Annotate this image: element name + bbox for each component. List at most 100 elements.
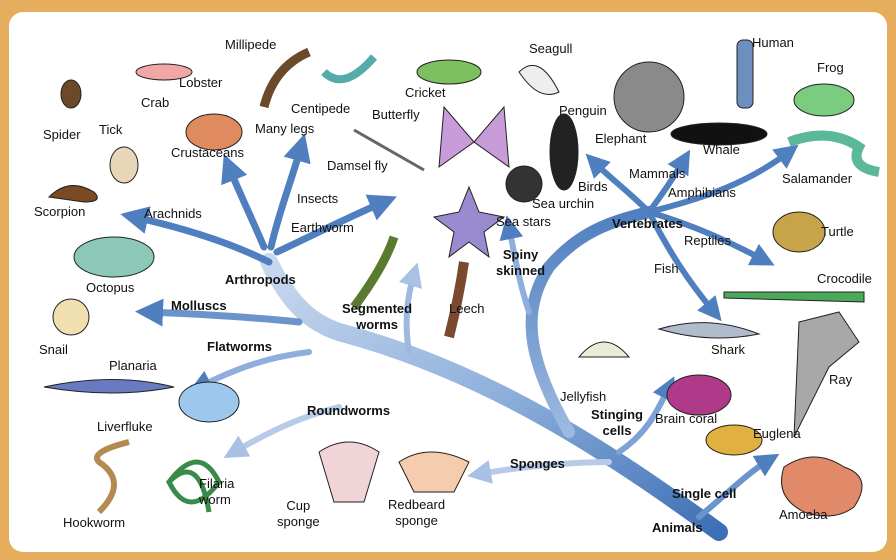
single-cell-branch: [696, 453, 780, 520]
jellyfish-illustration: [577, 341, 631, 358]
trunk-branch: [260, 253, 728, 541]
animal-illustrations: [43, 39, 880, 517]
animal-label-leech: Leech: [449, 301, 485, 316]
turtle-illustration: [772, 211, 826, 253]
salamander-illustration: [787, 130, 880, 177]
animal-label-salamander: Salamander: [782, 171, 853, 186]
human-illustration: [736, 39, 754, 109]
segmented-branch: [399, 262, 422, 355]
animal-label-human: Human: [752, 35, 794, 50]
group-label-arthropods: Arthropods: [225, 272, 296, 287]
animal-label-millipede: Millipede: [225, 37, 277, 52]
animal-label-snail: Snail: [39, 342, 68, 357]
flatworms-branch: [188, 349, 312, 393]
animal-label-crocodile: Crocodile: [817, 271, 872, 286]
sea-urchin-illustration: [505, 165, 543, 203]
animal-label-brain-coral: Brain coral: [655, 411, 718, 426]
group-label-segmented-worms: Segmented worms: [342, 301, 413, 332]
animal-label-elephant: Elephant: [595, 131, 647, 146]
group-label-flatworms: Flatworms: [207, 339, 273, 354]
animal-label-birds: Birds: [578, 179, 608, 194]
crustaceans-branch: [221, 154, 268, 251]
group-label-animals: Animals: [652, 520, 703, 535]
penguin-illustration: [549, 113, 579, 191]
redbeard-sponge-illustration: [398, 451, 470, 493]
animal-label-scorpion: Scorpion: [34, 204, 86, 219]
elephant-illustration: [613, 61, 685, 133]
snail-illustration: [52, 298, 90, 336]
roundworms-branch: [223, 404, 342, 458]
sponges-branch: [467, 459, 612, 484]
brain-coral-illustration: [666, 374, 732, 416]
cricket-illustration: [416, 59, 482, 85]
animal-label-filaria-worm: Filaria worm: [199, 476, 235, 507]
sea-star-illustration: [432, 185, 506, 259]
animal-label-crab: Crab: [141, 95, 170, 110]
tick-illustration: [109, 146, 139, 184]
group-label-stinging-cells: Stinging cells: [591, 407, 643, 438]
animal-label-mammals: Mammals: [629, 166, 686, 181]
euglena-illustration: [705, 424, 763, 456]
animal-label-shark: Shark: [711, 342, 745, 357]
animal-label-amoeba: Amoeba: [779, 507, 828, 522]
insects-branch: [273, 194, 397, 256]
group-label-vertebrates: Vertebrates: [612, 216, 683, 231]
reptiles-branch: [646, 209, 775, 266]
animal-label-tick: Tick: [99, 122, 123, 137]
animal-label-redbeard-sponge: Redbeard sponge: [388, 497, 446, 528]
filaria-illustration: [165, 459, 222, 513]
animal-label-seagull: Seagull: [529, 41, 573, 56]
tree-branches: [43, 39, 880, 541]
fish-branch: [646, 209, 722, 322]
amphibians-branch: [646, 144, 799, 215]
group-label-roundworms: Roundworms: [307, 403, 391, 418]
shark-illustration: [657, 322, 761, 339]
birds-branch: [585, 153, 652, 215]
stinging-branch: [616, 376, 675, 455]
frog-illustration: [793, 83, 855, 117]
animal-label-reptiles: Reptiles: [684, 233, 731, 248]
whale-illustration: [670, 122, 768, 146]
animal-label-crustaceans: Crustaceans: [171, 145, 244, 160]
animal-label-frog: Frog: [817, 60, 844, 75]
animal-label-octopus: Octopus: [86, 280, 135, 295]
animal-label-euglena: Euglena: [753, 426, 801, 441]
arachnids-branch: [120, 206, 273, 266]
group-label-single-cell: Single cell: [672, 486, 737, 501]
group-label-molluscs: Molluscs: [171, 298, 227, 313]
crab-illustration: [185, 113, 243, 151]
animal-label-amphibians: Amphibians: [668, 185, 736, 200]
vertebrate-trunk: [525, 206, 655, 438]
animal-label-cup-sponge: Cup sponge: [277, 498, 320, 529]
animal-label-planaria: Planaria: [109, 358, 157, 373]
animal-label-fish: Fish: [654, 261, 679, 276]
earthworm-illustration: [350, 235, 399, 310]
mammals-branch: [646, 149, 691, 215]
liverfluke-illustration: [178, 381, 240, 423]
animal-label-whale: Whale: [703, 142, 740, 157]
crocodile-illustration: [723, 291, 865, 303]
seagull-illustration: [518, 64, 560, 95]
lobster-illustration: [135, 63, 193, 81]
animal-label-jellyfish: Jellyfish: [560, 389, 607, 404]
group-label-spiny-skinned: Spiny skinned: [496, 247, 546, 278]
molluscs-branch: [135, 298, 303, 327]
octopus-illustration: [73, 236, 155, 278]
animal-label-ray: Ray: [829, 372, 853, 387]
centipede-illustration: [321, 54, 378, 84]
animal-label-hookworm: Hookworm: [63, 515, 126, 530]
spider-illustration: [60, 79, 82, 109]
damselfly-illustration: [353, 128, 425, 172]
many-legs-branch: [267, 133, 311, 251]
animal-label-turtle: Turtle: [821, 224, 854, 239]
leech-illustration: [444, 261, 469, 339]
animal-label-penguin: Penguin: [559, 103, 607, 118]
animal-label-centipede: Centipede: [291, 101, 351, 116]
animal-label-many-legs: Many legs: [255, 121, 315, 136]
animal-label-arachnids: Arachnids: [144, 206, 202, 221]
animal-label-lobster: Lobster: [179, 75, 223, 90]
animal-label-insects: Insects: [297, 191, 339, 206]
animal-label-sea-urchin: Sea urchin: [532, 196, 595, 211]
animal-label-spider: Spider: [43, 127, 81, 142]
